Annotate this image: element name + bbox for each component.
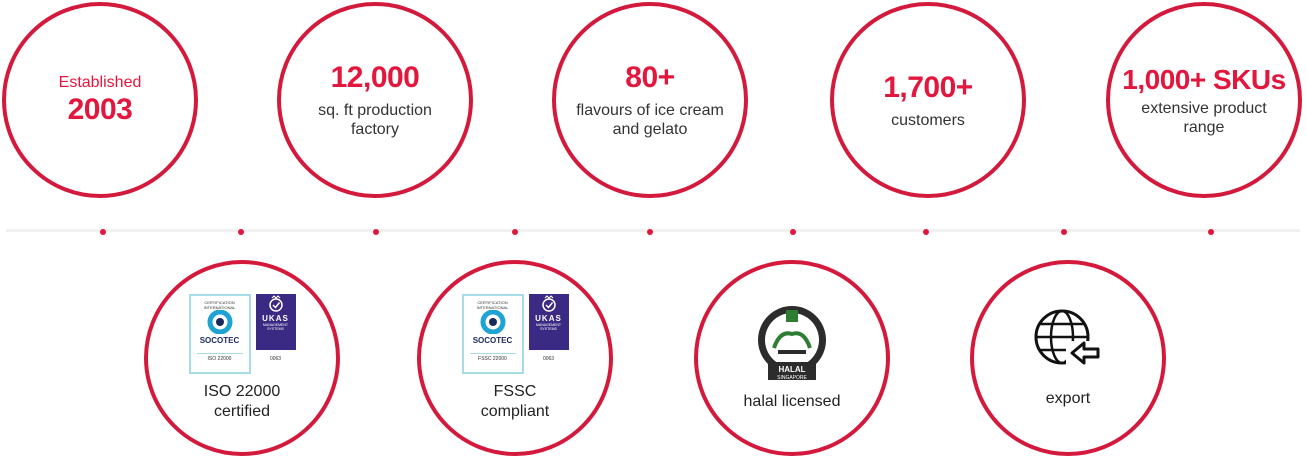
iso-22000-cert-icon: CERTIFICATION INTERNATIONAL SOCOTEC ISO …	[188, 294, 296, 374]
stat-value: 2003	[67, 93, 133, 126]
stat-desc: sq. ft production factory	[318, 102, 432, 138]
timeline-dot	[1208, 229, 1214, 235]
cert-fssc: CERTIFICATION INTERNATIONAL SOCOTEC FSSC…	[417, 260, 613, 456]
halal-singapore-icon: HALAL SINGAPORE	[750, 304, 834, 382]
stat-top-label: Established	[58, 74, 142, 91]
globe-export-icon	[1034, 309, 1100, 365]
stat-desc: customers	[891, 111, 965, 129]
stat-desc: flavours of ice cream and gelato	[576, 102, 724, 138]
socotec-logo-icon	[480, 310, 505, 334]
stat-value: 80+	[625, 61, 675, 94]
cert-export: export	[970, 260, 1166, 456]
ukas-number: 0063	[542, 356, 555, 362]
cert-halal: HALAL SINGAPORE halal licensed	[694, 260, 890, 456]
cert-standard: FSSC 22000	[469, 353, 516, 362]
cert-label: export	[1045, 390, 1091, 407]
stat-skus: 1,000+ SKUs extensive product range	[1106, 2, 1302, 198]
ukas-word: UKAS	[535, 314, 562, 323]
socotec-badge: CERTIFICATION INTERNATIONAL SOCOTEC FSSC…	[461, 294, 524, 374]
timeline-dot	[373, 229, 379, 235]
svg-text:SINGAPORE: SINGAPORE	[777, 375, 807, 381]
stat-established: Established 2003	[2, 2, 198, 198]
stat-value: 1,700+	[883, 70, 973, 104]
stat-desc: extensive product range	[1141, 100, 1267, 136]
cert-ring-text: CERTIFICATION INTERNATIONAL	[476, 300, 509, 310]
socotec-logo-icon	[207, 310, 232, 334]
ukas-sub: MANAGEMENT SYSTEMS	[262, 323, 289, 331]
cert-label: FSSC	[493, 383, 537, 400]
svg-text:HALAL: HALAL	[778, 365, 805, 374]
stat-value: 1,000+ SKUs	[1122, 64, 1286, 95]
cert-body: SOCOTEC	[472, 336, 513, 345]
crown-check-icon	[268, 295, 283, 312]
ukas-word: UKAS	[262, 314, 289, 323]
timeline-dot	[238, 229, 244, 235]
timeline-line	[6, 229, 1300, 232]
timeline-dot	[647, 229, 653, 235]
cert-label-line2: compliant	[480, 403, 550, 420]
socotec-badge: CERTIFICATION INTERNATIONAL SOCOTEC ISO …	[188, 294, 251, 374]
timeline-dot	[100, 229, 106, 235]
cert-label-line2: certified	[213, 403, 271, 420]
stat-production-factory: 12,000 sq. ft production factory	[277, 2, 473, 198]
ukas-badge: UKAS MANAGEMENT SYSTEMS 0063	[255, 294, 296, 374]
ukas-sub: MANAGEMENT SYSTEMS	[535, 323, 562, 331]
cert-label: halal licensed	[743, 393, 841, 410]
cert-ring-text: CERTIFICATION INTERNATIONAL	[203, 300, 236, 310]
cert-body: SOCOTEC	[199, 336, 240, 345]
fssc-cert-icon: CERTIFICATION INTERNATIONAL SOCOTEC FSSC…	[461, 294, 569, 374]
stat-value: 12,000	[330, 61, 420, 94]
ukas-badge: UKAS MANAGEMENT SYSTEMS 0063	[528, 294, 569, 374]
timeline-dot	[790, 229, 796, 235]
cert-standard: ISO 22000	[196, 353, 243, 362]
crown-check-icon	[541, 295, 556, 312]
stat-customers: 1,700+ customers	[830, 2, 1026, 198]
cert-iso-22000: CERTIFICATION INTERNATIONAL SOCOTEC ISO …	[144, 260, 340, 456]
stat-flavours: 80+ flavours of ice cream and gelato	[552, 2, 748, 198]
ukas-number: 0063	[269, 356, 282, 362]
cert-label: ISO 22000	[203, 383, 281, 400]
timeline-dot	[1061, 229, 1067, 235]
timeline-dot	[512, 229, 518, 235]
timeline-dot	[923, 229, 929, 235]
